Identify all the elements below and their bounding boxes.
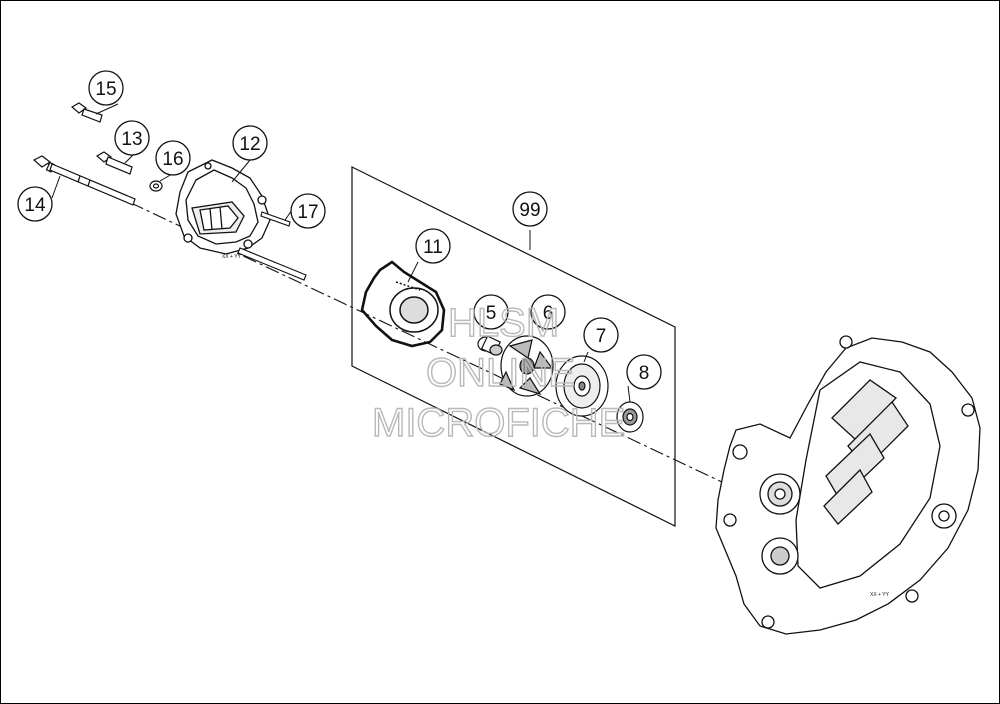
callout-circle <box>473 294 509 330</box>
callout-number: 99 <box>519 200 540 221</box>
callout-17: 17 <box>290 193 326 229</box>
callout-number: 16 <box>162 149 183 170</box>
callout-14: 14 <box>17 186 53 222</box>
bolt-14 <box>32 155 136 206</box>
callout-6: 6 <box>530 294 566 330</box>
callout-number: 14 <box>24 195 46 216</box>
callout-circle <box>530 294 566 330</box>
seal-plate-7 <box>555 355 609 417</box>
bush-5 <box>477 335 503 356</box>
callout-7: 7 <box>583 317 619 353</box>
callouts: 15 13 16 12 14 17 99 11 5 6 7 8 <box>17 70 662 390</box>
seal-ring-8 <box>616 401 644 433</box>
kit-box-99 <box>351 166 676 527</box>
callout-number: 11 <box>423 237 443 258</box>
callout-circle <box>232 125 268 161</box>
watermark-line-2: ONLINE <box>426 351 575 395</box>
callout-13: 13 <box>114 120 150 156</box>
callout-circle <box>415 228 451 264</box>
callout-5: 5 <box>473 294 509 330</box>
callout-99: 99 <box>512 191 548 227</box>
watermark: HLSM ONLINE MICROFICHE <box>371 300 626 445</box>
callout-number: 15 <box>95 79 116 100</box>
callout-number: 17 <box>297 202 318 223</box>
callout-circle <box>88 70 124 106</box>
impeller-6 <box>499 335 554 397</box>
bolt-13 <box>95 151 133 175</box>
callout-circle <box>626 354 662 390</box>
washer-16 <box>149 180 163 192</box>
callout-number: 5 <box>486 303 497 324</box>
callout-number: 8 <box>639 363 650 384</box>
callout-8: 8 <box>626 354 662 390</box>
callout-circle <box>583 317 619 353</box>
callout-circle <box>17 186 53 222</box>
callout-circle <box>114 120 150 156</box>
housing-marking-text: XX + YY <box>870 592 890 598</box>
callout-number: 13 <box>121 129 142 150</box>
cover-marking-text: XX + YY <box>222 254 242 260</box>
pump-cover-12: XX + YY <box>175 159 271 260</box>
engine-housing: XX + YY <box>715 335 981 635</box>
callout-number: 6 <box>543 303 554 324</box>
bolt-15 <box>70 102 103 123</box>
gasket-11 <box>360 260 446 348</box>
callout-circle <box>512 191 548 227</box>
center-axis-line <box>39 159 761 501</box>
callout-circle <box>290 193 326 229</box>
watermark-line-3: MICROFICHE <box>372 401 625 445</box>
callout-11: 11 <box>415 228 451 264</box>
watermark-line-1: HLSM <box>448 301 559 345</box>
callout-12: 12 <box>232 125 268 161</box>
callout-number: 12 <box>239 134 260 155</box>
callout-circle <box>155 140 191 176</box>
callout-16: 16 <box>155 140 191 176</box>
callout-15: 15 <box>88 70 124 106</box>
callout-number: 7 <box>596 326 607 347</box>
pin-17 <box>237 211 307 281</box>
